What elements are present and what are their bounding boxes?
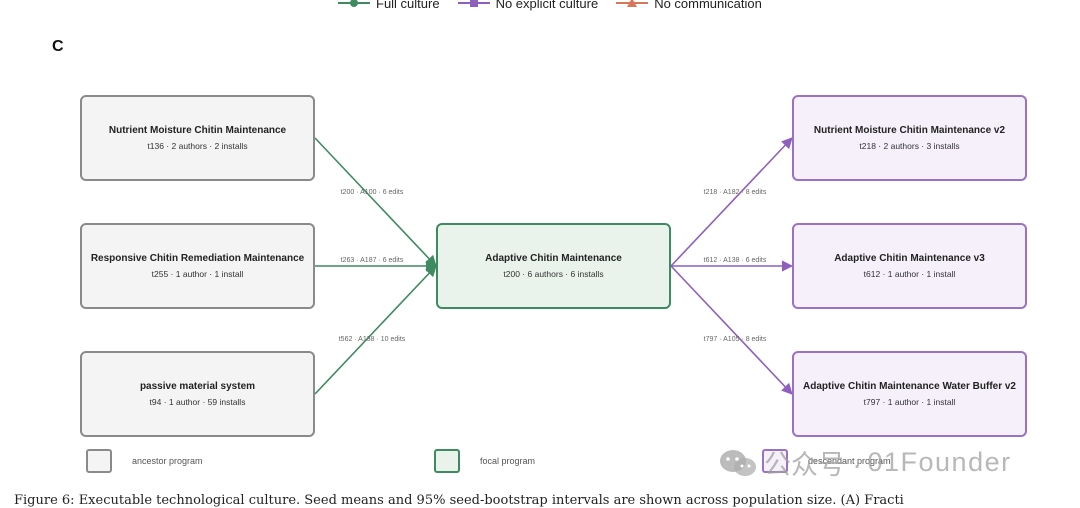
triangle-marker-icon bbox=[616, 0, 649, 7]
legend-ancestor-label: ancestor program bbox=[132, 456, 203, 466]
legend-focal-label: focal program bbox=[480, 456, 536, 466]
legend-label: Full culture bbox=[376, 0, 440, 11]
node-title: Nutrient Moisture Chitin Maintenance bbox=[108, 125, 287, 136]
node-meta: t612 · 1 author · 1 install bbox=[863, 269, 956, 279]
node-meta: t94 · 1 author · 59 installs bbox=[149, 397, 246, 407]
edge-label-in-3: t562 · A138 · 10 edits bbox=[338, 336, 406, 343]
ancestor-node: passive material system t94 · 1 author ·… bbox=[80, 351, 315, 437]
edge-descendant-3 bbox=[670, 265, 793, 395]
node-title: passive material system bbox=[139, 381, 256, 392]
descendant-node: Adaptive Chitin Maintenance v3 t612 · 1 … bbox=[792, 223, 1027, 309]
circle-marker-icon bbox=[338, 0, 370, 7]
ancestor-node: Nutrient Moisture Chitin Maintenance t13… bbox=[80, 95, 315, 181]
descendant-node: Nutrient Moisture Chitin Maintenance v2 … bbox=[792, 95, 1027, 181]
node-meta: t218 · 2 authors · 3 installs bbox=[859, 141, 960, 151]
edge-ancestor-1 bbox=[314, 137, 437, 267]
watermark: 公众号 · 01Founder bbox=[718, 443, 1012, 482]
edge-descendant-1 bbox=[670, 137, 793, 267]
square-marker-icon bbox=[457, 0, 490, 7]
node-meta: t136 · 2 authors · 2 installs bbox=[147, 141, 248, 151]
ancestor-swatch bbox=[86, 449, 112, 473]
legend-label: No explicit culture bbox=[495, 0, 599, 11]
edge-label-in-2: t263 · A187 · 6 edits bbox=[340, 257, 404, 264]
edge-label-out-1: t218 · A182 · 8 edits bbox=[703, 189, 767, 196]
focal-node: Adaptive Chitin Maintenance t200 · 6 aut… bbox=[436, 223, 671, 309]
legend-item-no-communication: No communication bbox=[616, 0, 762, 11]
node-title: Adaptive Chitin Maintenance bbox=[485, 253, 622, 264]
watermark-cn: 公众号 · bbox=[764, 450, 862, 480]
node-title: Adaptive Chitin Maintenance v3 bbox=[834, 253, 985, 264]
edge-label-out-3: t797 · A105 · 8 edits bbox=[703, 336, 767, 343]
series-legend: Full culture No explicit culture No comm… bbox=[338, 0, 762, 12]
ancestor-node: Responsive Chitin Remediation Maintenanc… bbox=[80, 223, 315, 309]
legend-descendant-label: descendant program bbox=[808, 456, 891, 466]
legend-item-no-explicit-culture: No explicit culture bbox=[457, 0, 599, 11]
legend-label: No communication bbox=[654, 0, 762, 11]
edge-label-out-2: t612 · A138 · 6 edits bbox=[703, 257, 767, 264]
node-meta: t255 · 1 author · 1 install bbox=[151, 269, 244, 279]
node-title: Responsive Chitin Remediation Maintenanc… bbox=[90, 253, 305, 264]
figure-caption: Figure 6: Executable technological cultu… bbox=[14, 493, 904, 508]
edge-label-in-1: t200 · A100 · 6 edits bbox=[340, 189, 404, 196]
edge-ancestor-3 bbox=[314, 265, 437, 395]
focal-swatch bbox=[434, 449, 460, 473]
descendant-swatch bbox=[762, 449, 788, 473]
node-meta: t797 · 1 author · 1 install bbox=[863, 397, 956, 407]
legend-focal: focal program bbox=[434, 449, 535, 473]
legend-descendant: descendant program bbox=[762, 449, 891, 473]
watermark-id: 01Founder bbox=[867, 447, 1012, 477]
legend-ancestor: ancestor program bbox=[86, 449, 203, 473]
node-title: Adaptive Chitin Maintenance Water Buffer… bbox=[803, 381, 1016, 392]
node-meta: t200 · 6 authors · 6 installs bbox=[503, 269, 604, 279]
node-title: Nutrient Moisture Chitin Maintenance v2 bbox=[813, 125, 1006, 136]
descendant-node: Adaptive Chitin Maintenance Water Buffer… bbox=[792, 351, 1027, 437]
legend-item-full-culture: Full culture bbox=[338, 0, 440, 11]
chat-bubble-icon bbox=[720, 449, 756, 476]
panel-label: C bbox=[52, 38, 64, 55]
